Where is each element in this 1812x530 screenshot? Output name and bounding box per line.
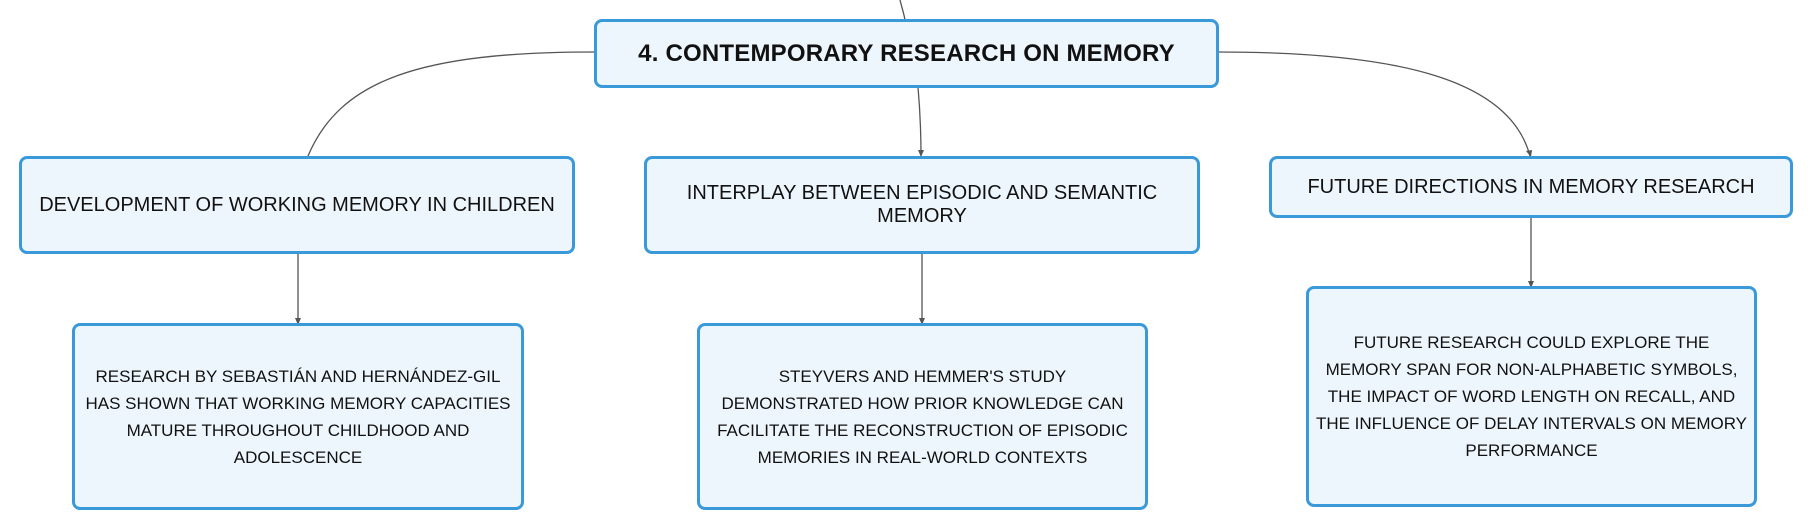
branch-node-future-directions[interactable]: FUTURE DIRECTIONS IN MEMORY RESEARCH [1269,156,1793,218]
detail-text: STEYVERS AND HEMMER'S STUDY DEMONSTRATED… [717,366,1128,467]
detail-text: FUTURE RESEARCH COULD EXPLORE THE MEMORY… [1315,333,1748,460]
connector-root-to-branch-2 [917,86,922,157]
branch-label: INTERPLAY BETWEEN EPISODIC AND SEMANTIC … [686,182,1158,227]
detail-node-future-directions[interactable]: FUTURE RESEARCH COULD EXPLORE THE MEMORY… [1306,286,1757,507]
root-topic-node[interactable]: 4. CONTEMPORARY RESEARCH ON MEMORY [594,19,1219,88]
connector-root-to-branch-3 [1217,51,1531,157]
branch-node-episodic-semantic-interplay[interactable]: INTERPLAY BETWEEN EPISODIC AND SEMANTIC … [644,156,1200,254]
connector-root-to-branch-1 [307,51,595,157]
detail-text: RESEARCH BY SEBASTIÁN AND HERNÁNDEZ-GIL … [85,366,511,467]
branch-label: FUTURE DIRECTIONS IN MEMORY RESEARCH [1307,175,1755,198]
detail-node-episodic-semantic-interplay[interactable]: STEYVERS AND HEMMER'S STUDY DEMONSTRATED… [697,323,1148,510]
detail-node-working-memory-development[interactable]: RESEARCH BY SEBASTIÁN AND HERNÁNDEZ-GIL … [72,323,524,510]
branch-label: DEVELOPMENT OF WORKING MEMORY IN CHILDRE… [39,193,555,216]
root-topic-label: 4. CONTEMPORARY RESEARCH ON MEMORY [638,39,1175,67]
connector-parent-to-root [899,0,906,21]
branch-node-working-memory-development[interactable]: DEVELOPMENT OF WORKING MEMORY IN CHILDRE… [19,156,575,254]
